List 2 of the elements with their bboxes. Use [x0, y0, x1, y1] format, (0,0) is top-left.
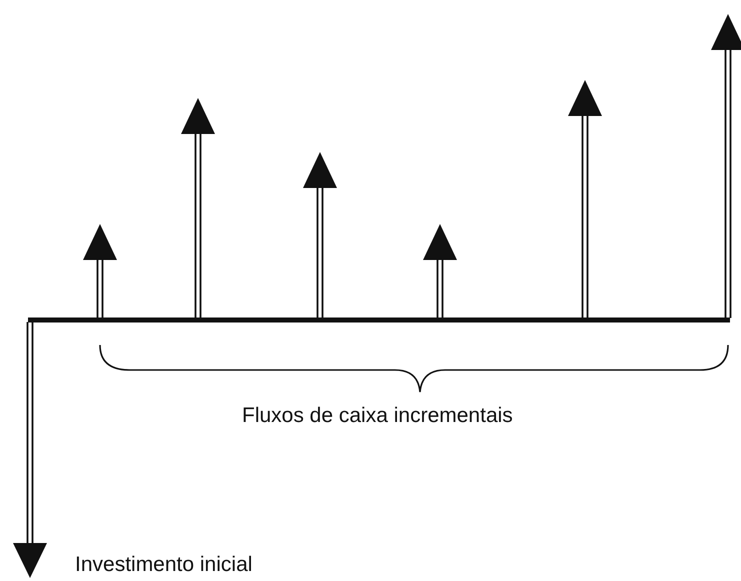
arrow-caption: Investimento inicial [75, 553, 252, 577]
brace-caption: Fluxos de caixa incrementais [242, 404, 513, 428]
